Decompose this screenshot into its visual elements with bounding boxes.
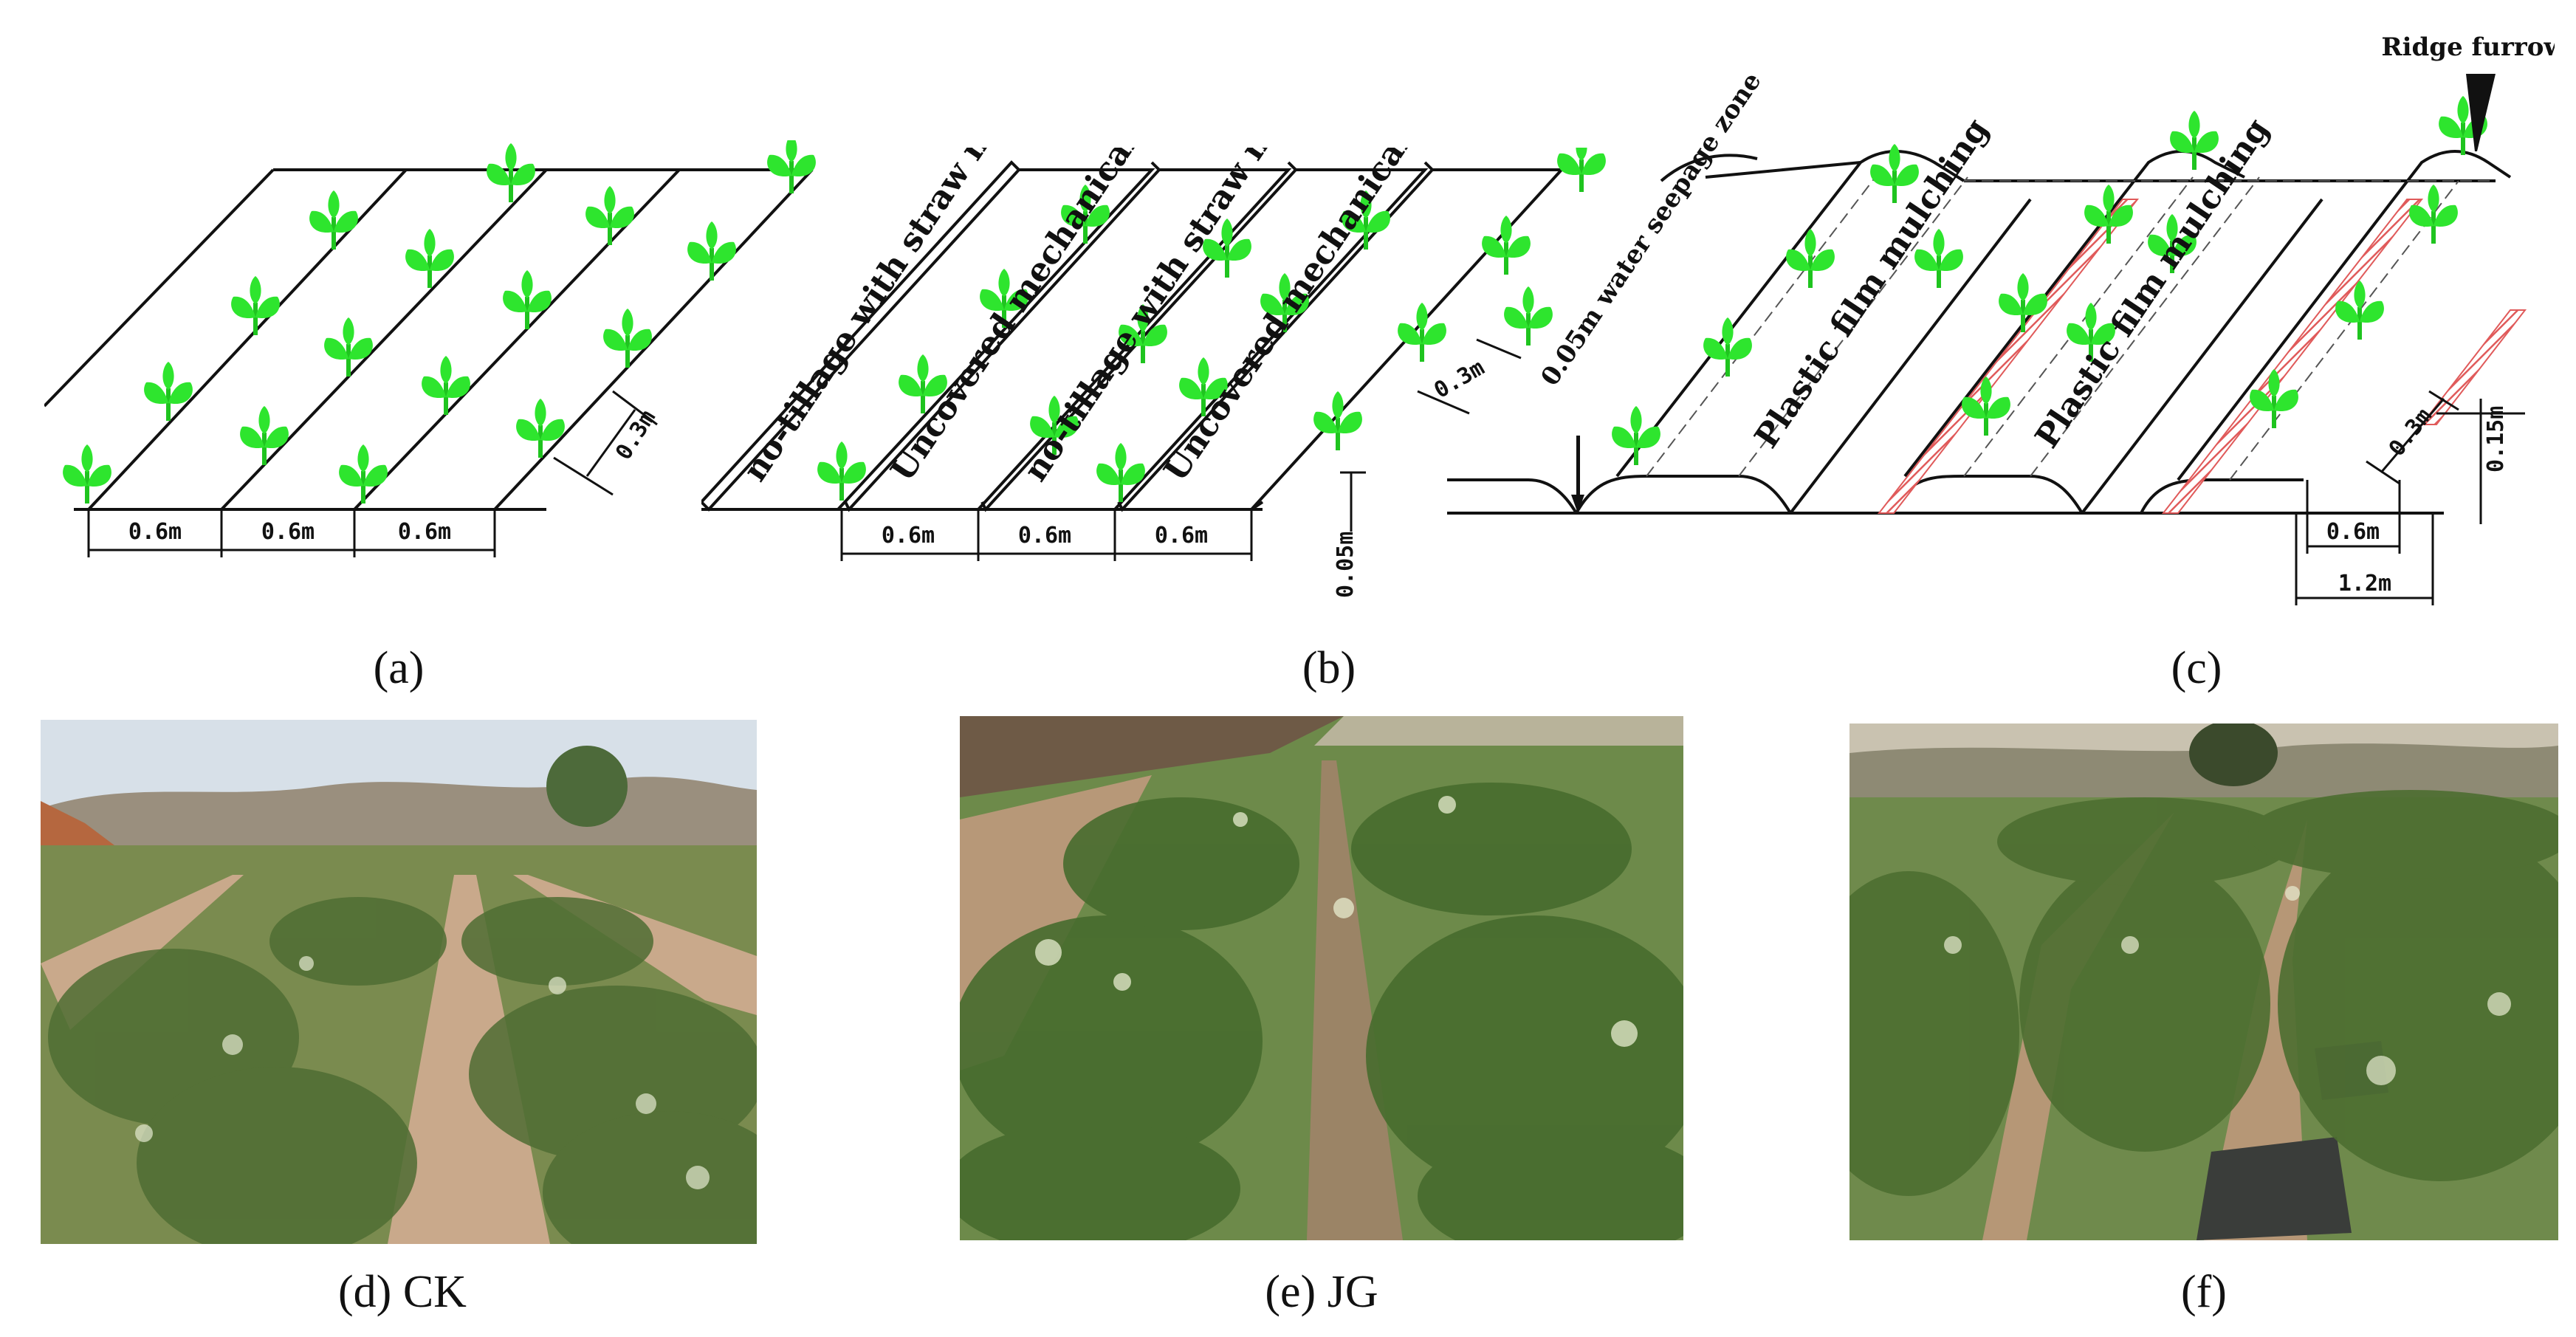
dim-plant-a: 0.3m (611, 405, 661, 464)
film-band-3 (2419, 309, 2527, 425)
dim-row-b3: 0.6m (1155, 523, 1208, 549)
dim-row-a1: 0.6m (128, 519, 182, 545)
dim-height-b: 0.05m (1333, 532, 1359, 598)
dim-row-a3: 0.6m (398, 519, 451, 545)
dim-plant-c: 0.3m (2384, 403, 2437, 461)
caption-b: (b) (1302, 643, 1356, 693)
ridge-lines-c (1447, 150, 2512, 515)
caption-f: (f) (2181, 1267, 2227, 1317)
photo-d (41, 720, 757, 1244)
diagram-c: Ridge furrow 0.05m water seepage zone Pl… (1447, 32, 2555, 605)
dim-height-c: 0.15m (2483, 406, 2509, 472)
dimensions-c (2295, 390, 2525, 605)
diagram-a: 0.6m 0.6m 0.6m 0.3m (44, 140, 849, 557)
dimensions-b (840, 338, 1522, 561)
ridge-furrow-label: Ridge furrow (2381, 32, 2555, 62)
caption-c: (c) (2171, 643, 2222, 693)
dim-row-b1: 0.6m (882, 523, 935, 549)
dimensions-a (87, 390, 658, 557)
caption-d: (d) CK (338, 1267, 467, 1317)
ridge-furrow-arrow (2466, 74, 2496, 151)
film-band-2 (2161, 199, 2424, 514)
photo-f (1849, 724, 2558, 1240)
dim-ridge-c: 0.6m (2326, 519, 2380, 545)
dim-row-b2: 0.6m (1018, 523, 1071, 549)
seepage-arrow (1571, 436, 1584, 513)
photo-e (960, 716, 1683, 1240)
film-label-c1: Plastic film mulching (1748, 111, 1996, 455)
dim-width-c: 1.2m (2338, 571, 2391, 597)
strip-lines-a (44, 168, 814, 511)
dim-row-a2: 0.6m (261, 519, 315, 545)
diagram-b: no-tillage with straw mulching Uncovered… (701, 148, 1610, 598)
caption-e: (e) JG (1265, 1267, 1378, 1317)
caption-a: (a) (373, 643, 425, 693)
seepage-zone-label: 0.05m water seepage zone (1535, 67, 1767, 391)
